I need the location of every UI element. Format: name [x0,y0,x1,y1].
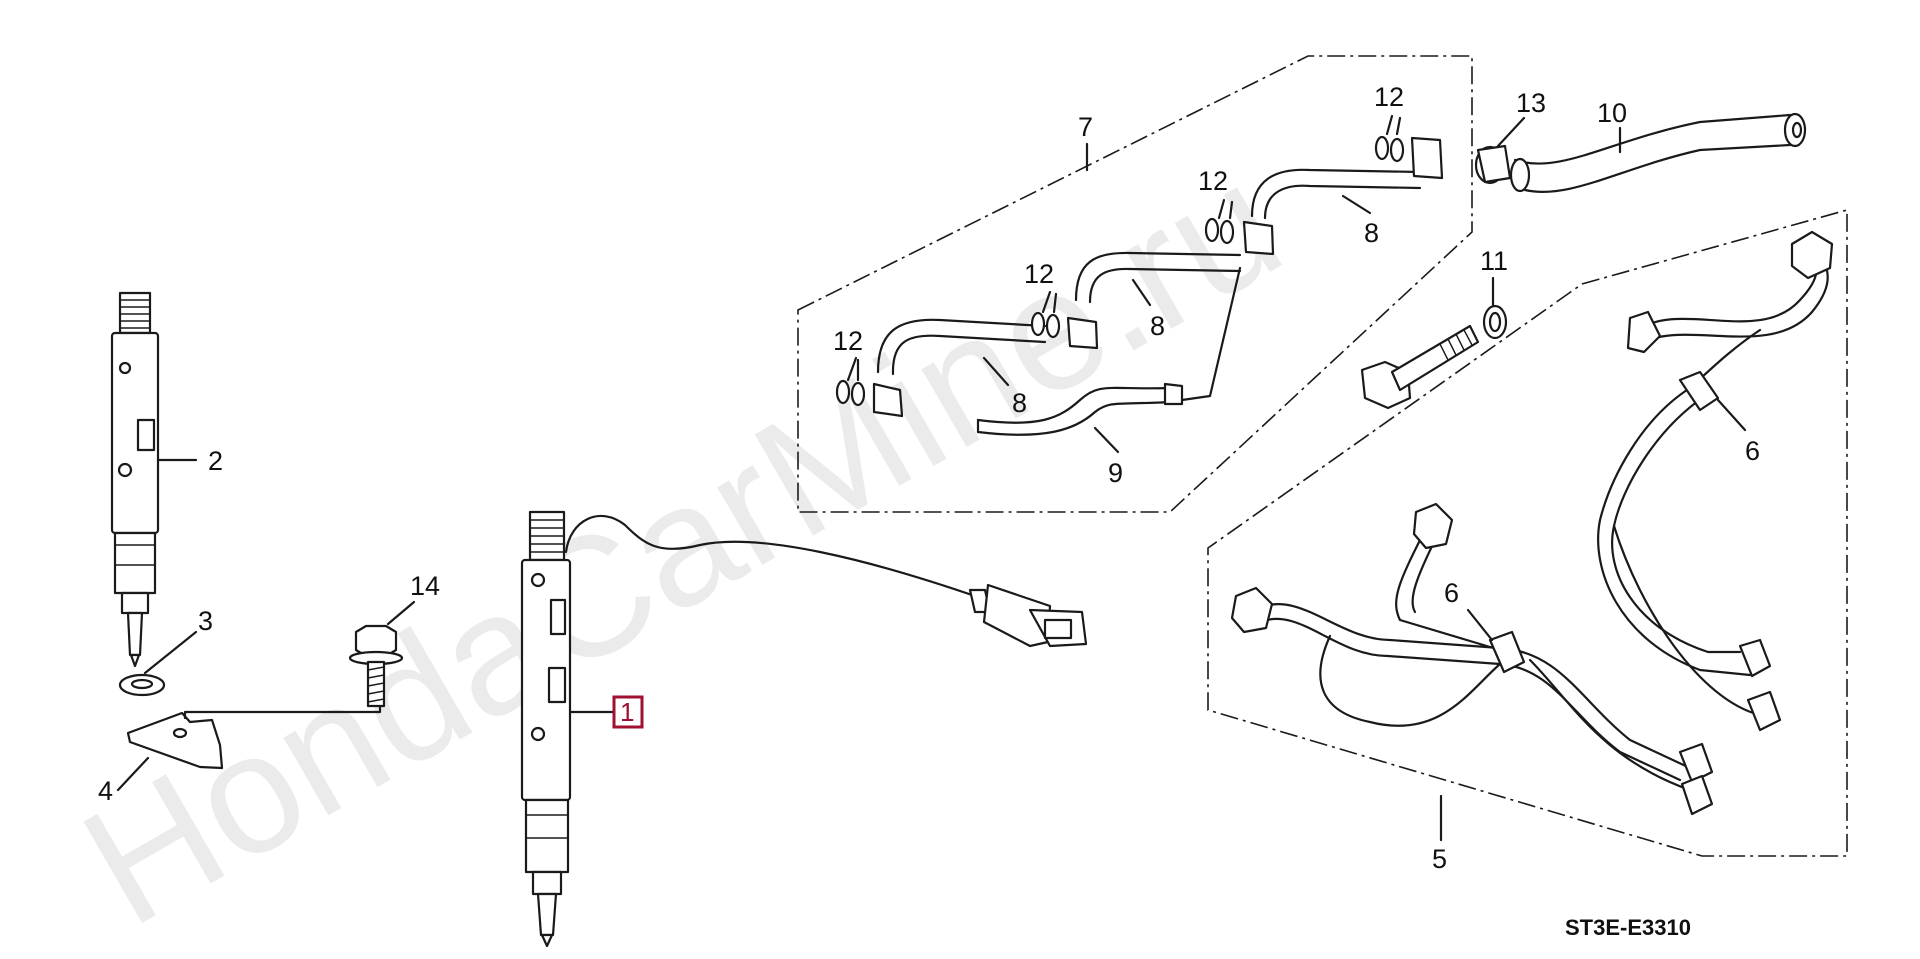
callout-8-a: 8 [1012,388,1027,418]
hose-clip-part-13[interactable] [1474,144,1512,185]
return-hose-part-8-a[interactable] [835,318,1047,418]
leader-12-c [1217,198,1234,220]
fuel-hose-part-10[interactable] [1509,112,1807,193]
hose-9-link-line [1180,266,1242,402]
return-hose-part-8-c[interactable] [1204,135,1444,256]
callout-1[interactable]: 1 [620,697,634,727]
leader-9 [1093,426,1120,454]
callout-13: 13 [1516,88,1546,118]
bolt-part-14[interactable] [348,624,404,708]
callout-11: 11 [1480,246,1508,276]
callout-2: 2 [208,446,223,476]
leader-13 [1496,116,1526,148]
leader-12-d [1385,114,1402,136]
leader-12-b [1041,290,1058,314]
callout-9: 9 [1108,458,1123,488]
leader-6-b [1466,608,1494,642]
leader-6-a [1716,398,1747,432]
group-frame-7 [797,55,1473,513]
leader-8-a [982,356,1010,387]
callout-12-a: 12 [833,326,863,356]
injection-pipe-set-upper[interactable] [1597,230,1834,732]
callout-8-b: 8 [1150,311,1165,341]
injection-pipe-set-lower[interactable] [1230,502,1714,816]
injector-with-sensor-part-1[interactable] [520,510,1088,948]
callout-6-a: 6 [1745,436,1760,466]
washer-part-3[interactable] [118,673,166,697]
callout-10: 10 [1597,98,1627,128]
diagram-code: ST3E-E3310 [1565,915,1691,940]
callout-6-b: 6 [1444,578,1459,608]
return-hose-part-9[interactable] [976,382,1184,436]
callout-12-c: 12 [1198,166,1228,196]
callout-5: 5 [1432,844,1447,874]
callout-3: 3 [198,606,213,636]
leader-14 [386,600,416,626]
callout-12-d: 12 [1374,82,1404,112]
group-frame-5 [1207,208,1848,857]
callout-4: 4 [98,776,113,806]
leader-8-c [1341,194,1372,215]
callout-7: 7 [1078,112,1093,142]
banjo-bolt[interactable] [1360,324,1480,410]
leader-3 [143,630,198,675]
injector-nozzle-part-2[interactable] [110,291,160,668]
leader-4 [116,756,150,792]
callout-14: 14 [410,571,440,601]
return-hose-part-8-b[interactable] [1030,251,1242,350]
callout-1-highlight-box[interactable] [612,695,644,729]
callout-8-c: 8 [1364,218,1379,248]
sealing-washer-part-11[interactable] [1482,304,1508,340]
leader-8-b [1131,278,1152,307]
watermark-text: HondaCarMine.ru [54,127,1311,959]
callout-12-b: 12 [1024,259,1054,289]
leader-12-a [846,356,860,382]
